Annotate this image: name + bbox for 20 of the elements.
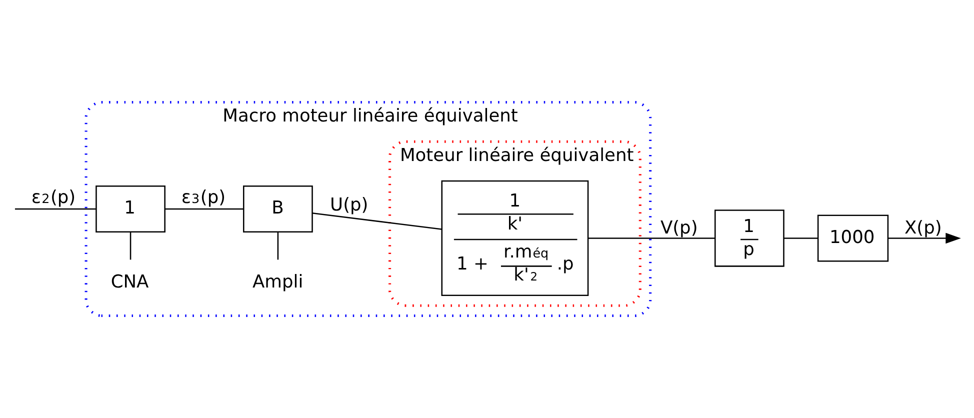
- node-box: 1 k' 1 + r.méq k'2 .p: [441, 180, 589, 296]
- connector: [312, 212, 442, 230]
- connector: [588, 238, 715, 239]
- node-box: 1 p: [714, 210, 784, 267]
- node-box: 1000: [817, 214, 889, 262]
- connector: [165, 208, 244, 210]
- arrow: [888, 232, 961, 244]
- edge-label: ε2(p): [31, 186, 76, 208]
- connector: [784, 238, 818, 239]
- edge-label: ε3(p): [181, 186, 226, 208]
- connector: [277, 232, 279, 260]
- node-text: CNA: [110, 271, 149, 292]
- edge-label: U(p): [330, 194, 368, 216]
- node-box: 1: [96, 186, 166, 232]
- edge-label: V(p): [660, 217, 698, 238]
- node-box: B: [243, 186, 313, 232]
- connector: [130, 232, 132, 260]
- connector: [14, 208, 96, 210]
- node-text: Ampli: [252, 271, 304, 292]
- edge-label: X(p): [904, 217, 942, 238]
